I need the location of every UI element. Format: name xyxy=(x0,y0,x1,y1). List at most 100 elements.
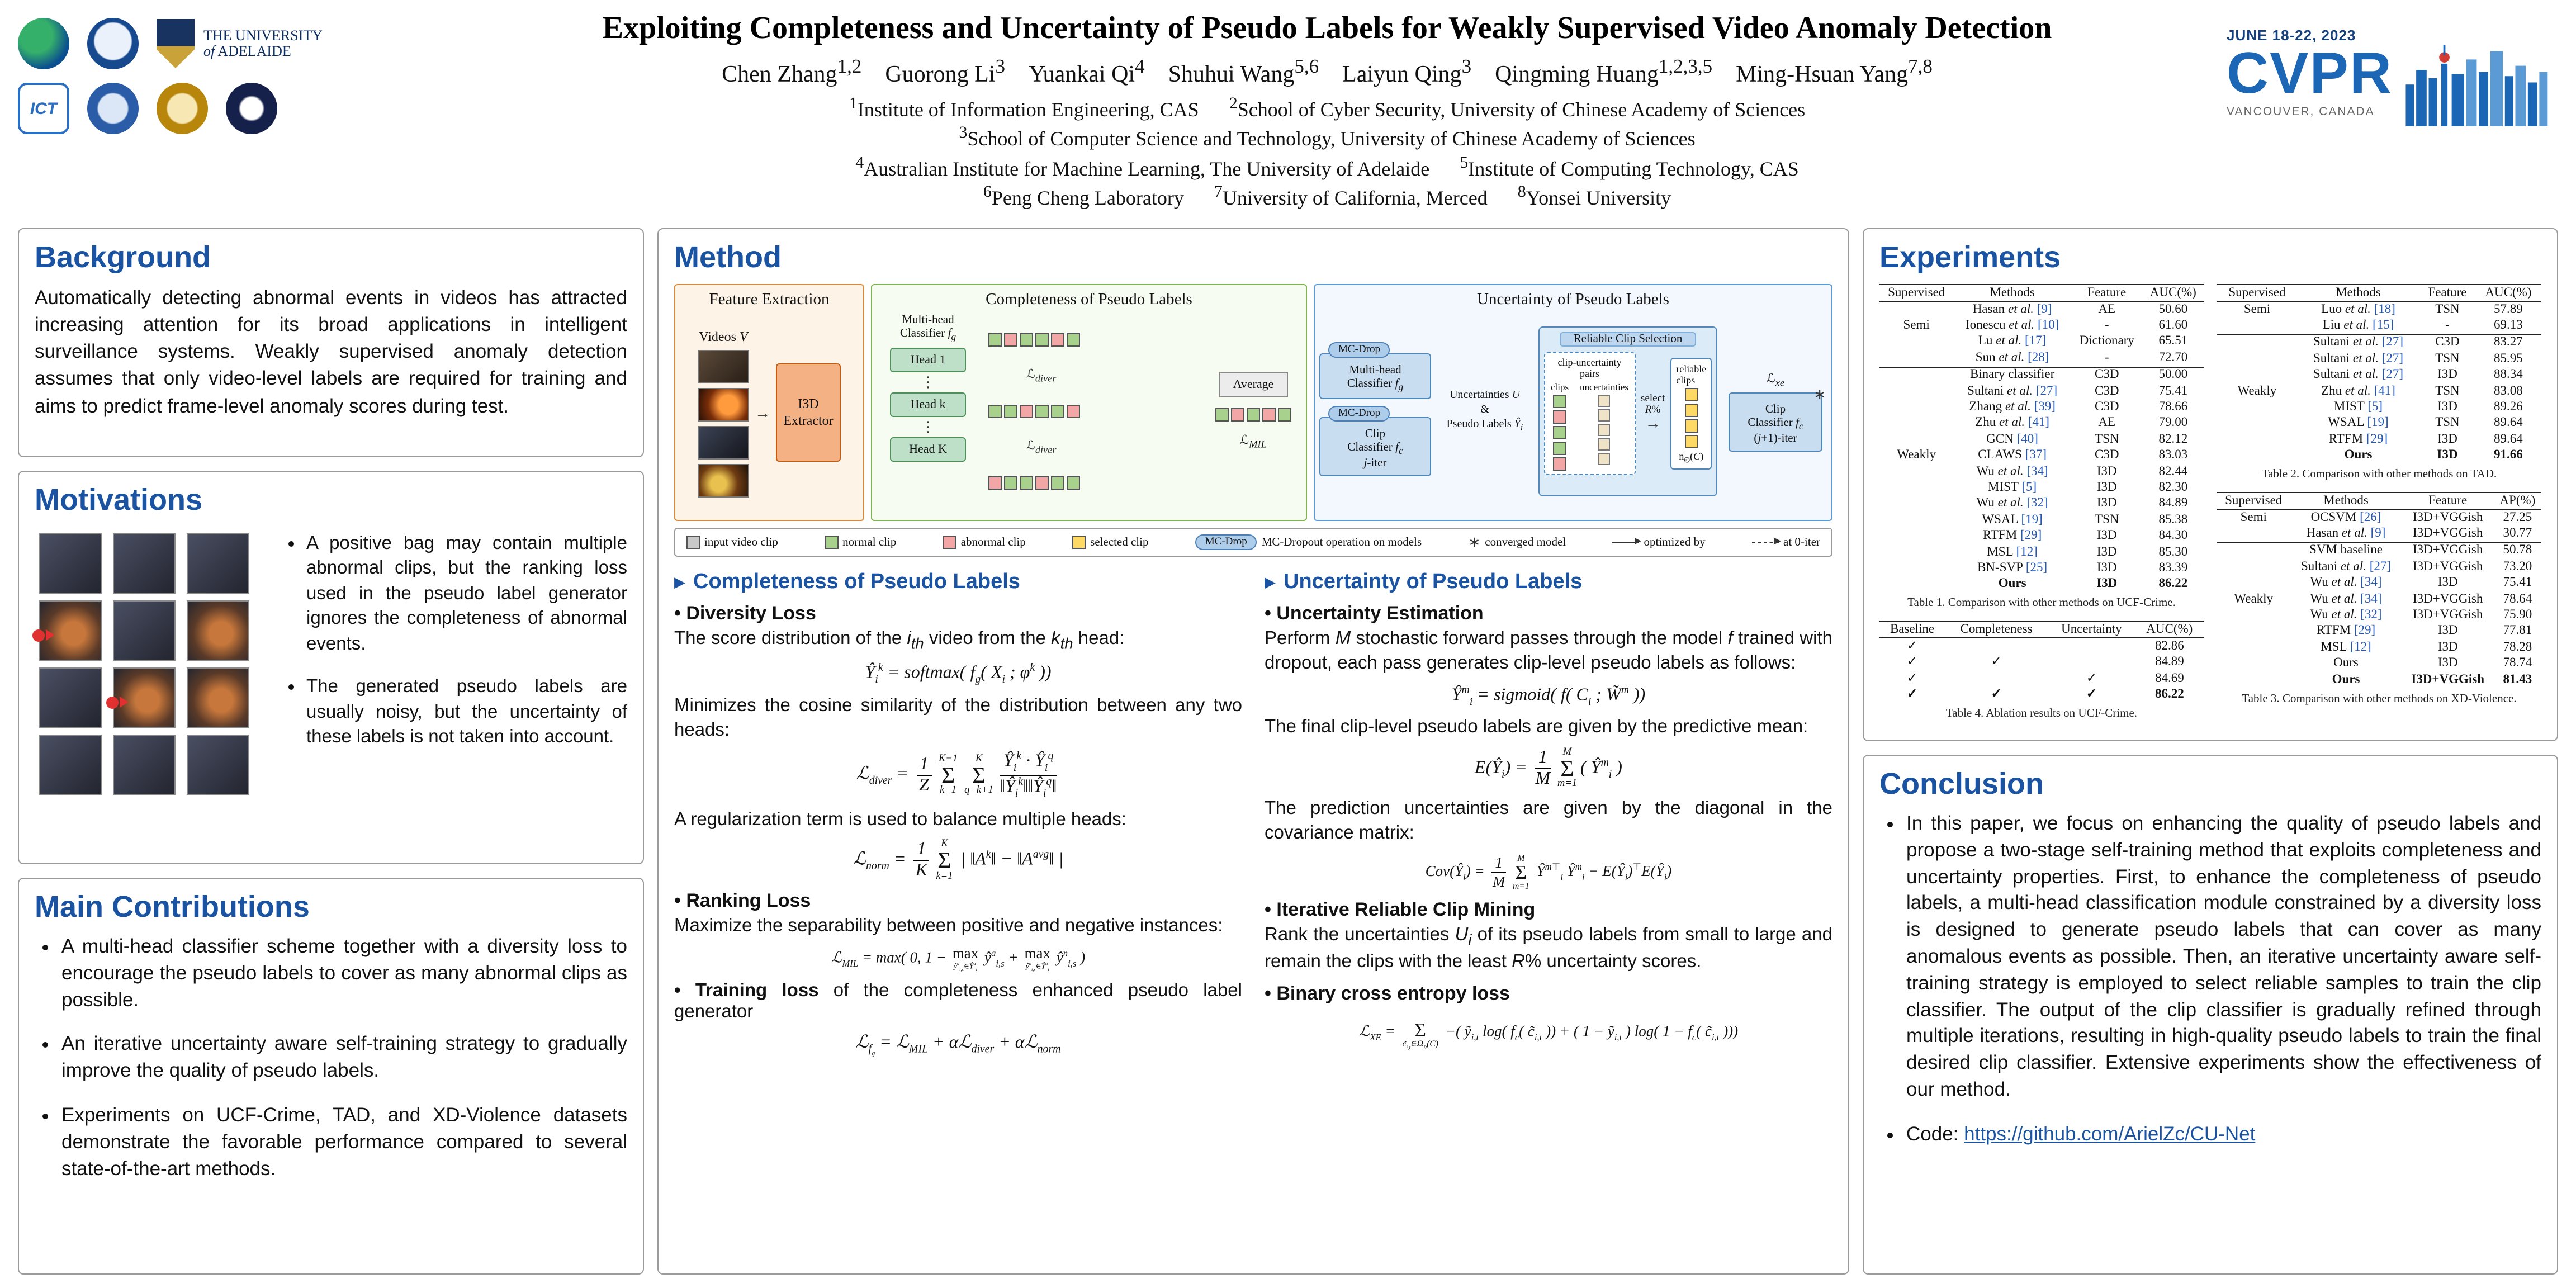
table-row: Ours I3D 78.74 xyxy=(2217,656,2541,672)
cell-method: Ours xyxy=(2344,448,2373,462)
cell-feature: I3D xyxy=(2437,400,2457,414)
cell-score: 79.00 xyxy=(2158,416,2188,430)
cell-feature: I3D xyxy=(2096,529,2117,543)
table-row: Sultani et al. [27] C3D 75.41 xyxy=(1879,383,2204,400)
code-link[interactable]: https://github.com/ArielZc/CU-Net xyxy=(1964,1122,2256,1145)
reliable-clips-box: reliable clips nΘ(C) xyxy=(1670,357,1712,470)
table-row: Sultani et al. [27] I3D 88.34 xyxy=(2217,367,2541,383)
legend-optimized-by: optimized by xyxy=(1612,536,1706,548)
table-row: Weakly CLAWS [37] C3D 83.03 xyxy=(1879,448,2204,464)
cell-method: OCSVM [26] xyxy=(2310,510,2381,524)
converged-model-star-icon: ∗ xyxy=(1468,533,1481,550)
uncertainty-diagram-box: Uncertainty of Pseudo Labels MC-Drop Mul… xyxy=(1314,284,1832,521)
cell-score: 78.28 xyxy=(2503,640,2532,654)
contribution-bullet-1: A multi-head classifier scheme together … xyxy=(61,934,627,1014)
cell-supervision: Weakly xyxy=(2237,384,2277,398)
cell-method: MSL [12] xyxy=(1987,545,2038,559)
cell-supervision xyxy=(2217,624,2290,640)
cell-baseline-check: ✓ xyxy=(1906,639,1918,653)
input-clip-swatch-icon xyxy=(686,536,700,549)
cell-feature: I3D xyxy=(2096,465,2117,479)
diversity-loss-item: Diversity Loss xyxy=(674,603,1242,625)
cell-supervision xyxy=(2217,608,2290,624)
video-frame xyxy=(39,533,102,594)
arrowhead-bullet-icon: ▶ xyxy=(674,574,685,590)
table-row: Semi OCSVM [26] I3D+VGGish 27.25 xyxy=(2217,509,2541,526)
cell-method: Sun et al. [28] xyxy=(1975,351,2049,364)
video-strip xyxy=(39,533,102,840)
cell-method: Zhu et al. [41] xyxy=(1975,416,2050,430)
cell-method: Wu et al. [32] xyxy=(2310,608,2382,622)
cell-supervision xyxy=(1879,544,1953,561)
institution-logo-globe xyxy=(18,18,69,69)
cell-method: WSAL [19] xyxy=(1982,513,2043,527)
table-row: Wu et al. [32] I3D+VGGish 75.90 xyxy=(2217,608,2541,624)
cell-score: 75.41 xyxy=(2503,576,2532,590)
cell-feature: C3D xyxy=(2071,366,2143,384)
cell-method: Ionescu et al. [10] xyxy=(1965,318,2059,332)
method-diagram: Feature Extraction Videos V → I3D Extrac… xyxy=(674,284,1832,521)
cell-completeness-check: ✓ xyxy=(1991,655,2002,669)
ellipsis: ⋮ xyxy=(921,418,935,435)
cell-method: Zhang et al. [39] xyxy=(1969,400,2056,414)
cell-method: Hasan et al. [9] xyxy=(1972,302,2052,316)
cell-score: 85.95 xyxy=(2494,352,2523,366)
completeness-diagram-title: Completeness of Pseudo Labels xyxy=(986,291,1192,309)
table-row: MSL [12] I3D 85.30 xyxy=(1879,544,2204,561)
cell-score: 82.30 xyxy=(2158,480,2188,494)
cell-feature: C3D xyxy=(2419,334,2475,352)
cell-uncertainty-check: ✓ xyxy=(2086,671,2097,685)
motivation-bullet-1: A positive bag may contain multiple abno… xyxy=(306,531,627,656)
motivation-bullet-2: The generated pseudo labels are usually … xyxy=(306,674,627,750)
cell-method: Luo et al. [18] xyxy=(2321,302,2395,316)
video-frame xyxy=(187,667,249,728)
cell-score: 61.60 xyxy=(2158,318,2188,332)
cell-feature: TSN xyxy=(2435,352,2460,366)
cell-score: 89.64 xyxy=(2494,432,2523,446)
cell-score: 50.78 xyxy=(2493,542,2541,560)
video-thumbnail xyxy=(698,463,749,497)
affiliation-line-2: 3School of Computer Science and Technolo… xyxy=(959,124,1696,150)
table-row: WSAL [19] TSN 85.38 xyxy=(1879,513,2204,529)
video-frame xyxy=(113,735,176,795)
cell-score: 50.00 xyxy=(2142,366,2204,384)
cell-method: Ours xyxy=(2332,673,2360,686)
cell-supervision xyxy=(2217,367,2297,383)
uncertainty-text-1: Perform M stochastic forward passes thro… xyxy=(1265,628,1832,673)
table-row: Lu et al. [17] Dictionary 65.51 xyxy=(1879,334,2204,351)
cell-supervision xyxy=(1879,464,1953,480)
cell-completeness-check: ✓ xyxy=(1991,688,2002,702)
cell-method: SVM baseline xyxy=(2290,542,2402,560)
cell-score: 73.20 xyxy=(2503,560,2532,574)
table-row: Ours I3D 86.22 xyxy=(1879,577,2204,593)
cell-supervision: Semi xyxy=(2243,302,2271,316)
conclusion-bullets: In this paper, we focus on enhancing the… xyxy=(1879,811,2541,1148)
cell-feature: I3D xyxy=(2096,577,2118,591)
reliable-clip-stack xyxy=(1684,387,1698,448)
table-row: Sultani et al. [27] I3D+VGGish 73.20 xyxy=(2217,560,2541,576)
n-theta-label: nΘ(C) xyxy=(1679,450,1704,465)
diversity-loss-label: ℒdiver xyxy=(1026,368,1057,385)
cell-score: 83.27 xyxy=(2475,334,2541,352)
institution-logo-seal-2 xyxy=(87,83,139,134)
cell-method: Wu et al. [34] xyxy=(1976,465,2048,479)
cell-method: MIST [5] xyxy=(1988,480,2037,494)
method-section: Method Feature Extraction Videos V xyxy=(657,228,1849,1275)
contributions-section: Main Contributions A multi-head classifi… xyxy=(18,878,644,1275)
cell-supervision xyxy=(2217,318,2297,335)
uncertainty-subheading: ▶Uncertainty of Pseudo Labels xyxy=(1265,570,1583,594)
mil-loss-label: ℒMIL xyxy=(1240,434,1267,451)
abnormal-clip-swatch-icon xyxy=(943,536,956,549)
abnormal-marker-dot xyxy=(32,629,45,642)
cell-score: 84.89 xyxy=(2158,496,2188,510)
cell-supervision xyxy=(2217,416,2297,432)
cell-supervision xyxy=(2217,334,2297,352)
vancouver-skyline-graphic xyxy=(2405,45,2548,126)
affiliation-line-1: 1Institute of Information Engineering, C… xyxy=(849,95,1806,121)
solid-arrow-icon xyxy=(1612,538,1642,544)
